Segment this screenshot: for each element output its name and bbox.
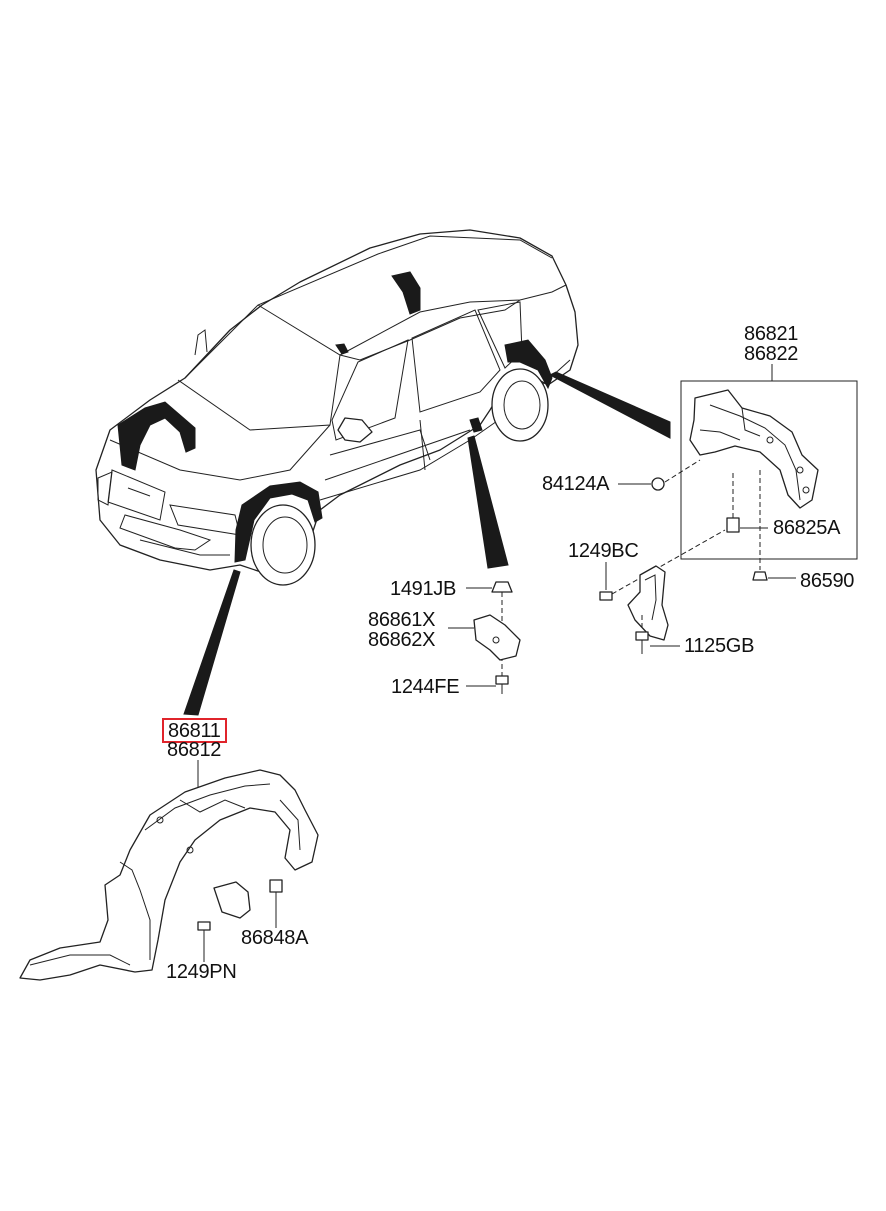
label-86811-highlighted[interactable]: 86811 — [162, 718, 227, 743]
rear-wheel-liner-drawing — [689, 389, 819, 509]
label-86821: 86821 — [744, 323, 799, 345]
label-86862X: 86862X — [368, 629, 436, 651]
label-1244FE: 1244FE — [391, 676, 460, 698]
car-illustration — [95, 229, 579, 586]
label-86590: 86590 — [800, 570, 855, 592]
pointer-front-liner — [183, 569, 241, 716]
pointer-rear-liner — [548, 371, 671, 439]
label-86822: 86822 — [744, 343, 799, 365]
label-1125GB: 1125GB — [684, 635, 755, 657]
label-86861X: 86861X — [368, 609, 436, 631]
label-84124A: 84124A — [542, 473, 610, 495]
rear-liner-box — [680, 380, 858, 560]
label-86825A: 86825A — [773, 517, 841, 539]
label-1249PN: 1249PN — [166, 961, 237, 983]
label-86848A: 86848A — [241, 927, 309, 949]
label-1249BC: 1249BC — [568, 540, 639, 562]
front-wheel-liner-drawing — [19, 769, 319, 981]
label-86812: 86812 — [167, 739, 222, 761]
label-1491JB: 1491JB — [390, 578, 457, 600]
pointer-side-bracket — [467, 435, 509, 569]
